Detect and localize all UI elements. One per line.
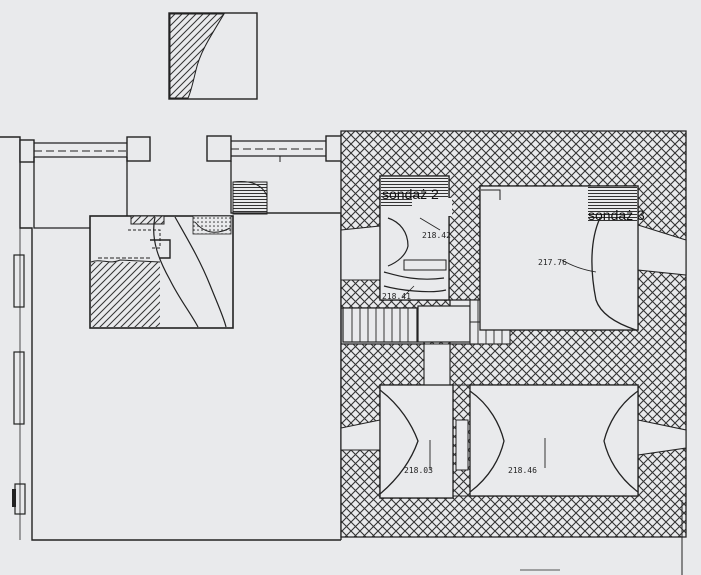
label-level-217-76: 217.76 [538, 258, 567, 267]
label-level-218-46: 218.46 [508, 466, 537, 475]
label-level-218-42: 218.42 [422, 231, 451, 240]
north-wall-left [19, 136, 151, 229]
label-sondaz-3: sondaż 3 [588, 207, 645, 223]
label-sondaz-2: sondaż 2 [382, 186, 439, 202]
label-level-218-03: 218.03 [404, 466, 433, 475]
room-south-east [469, 384, 639, 497]
room-probe-2 [379, 175, 452, 301]
label-level-218-41: 218.41 [382, 292, 411, 301]
room-south-west [379, 384, 454, 499]
detail-box-top [168, 12, 258, 100]
west-wall [0, 136, 341, 541]
room-probe-3 [479, 185, 639, 331]
probe-area-left [89, 215, 234, 329]
masonry-walls [340, 130, 687, 538]
